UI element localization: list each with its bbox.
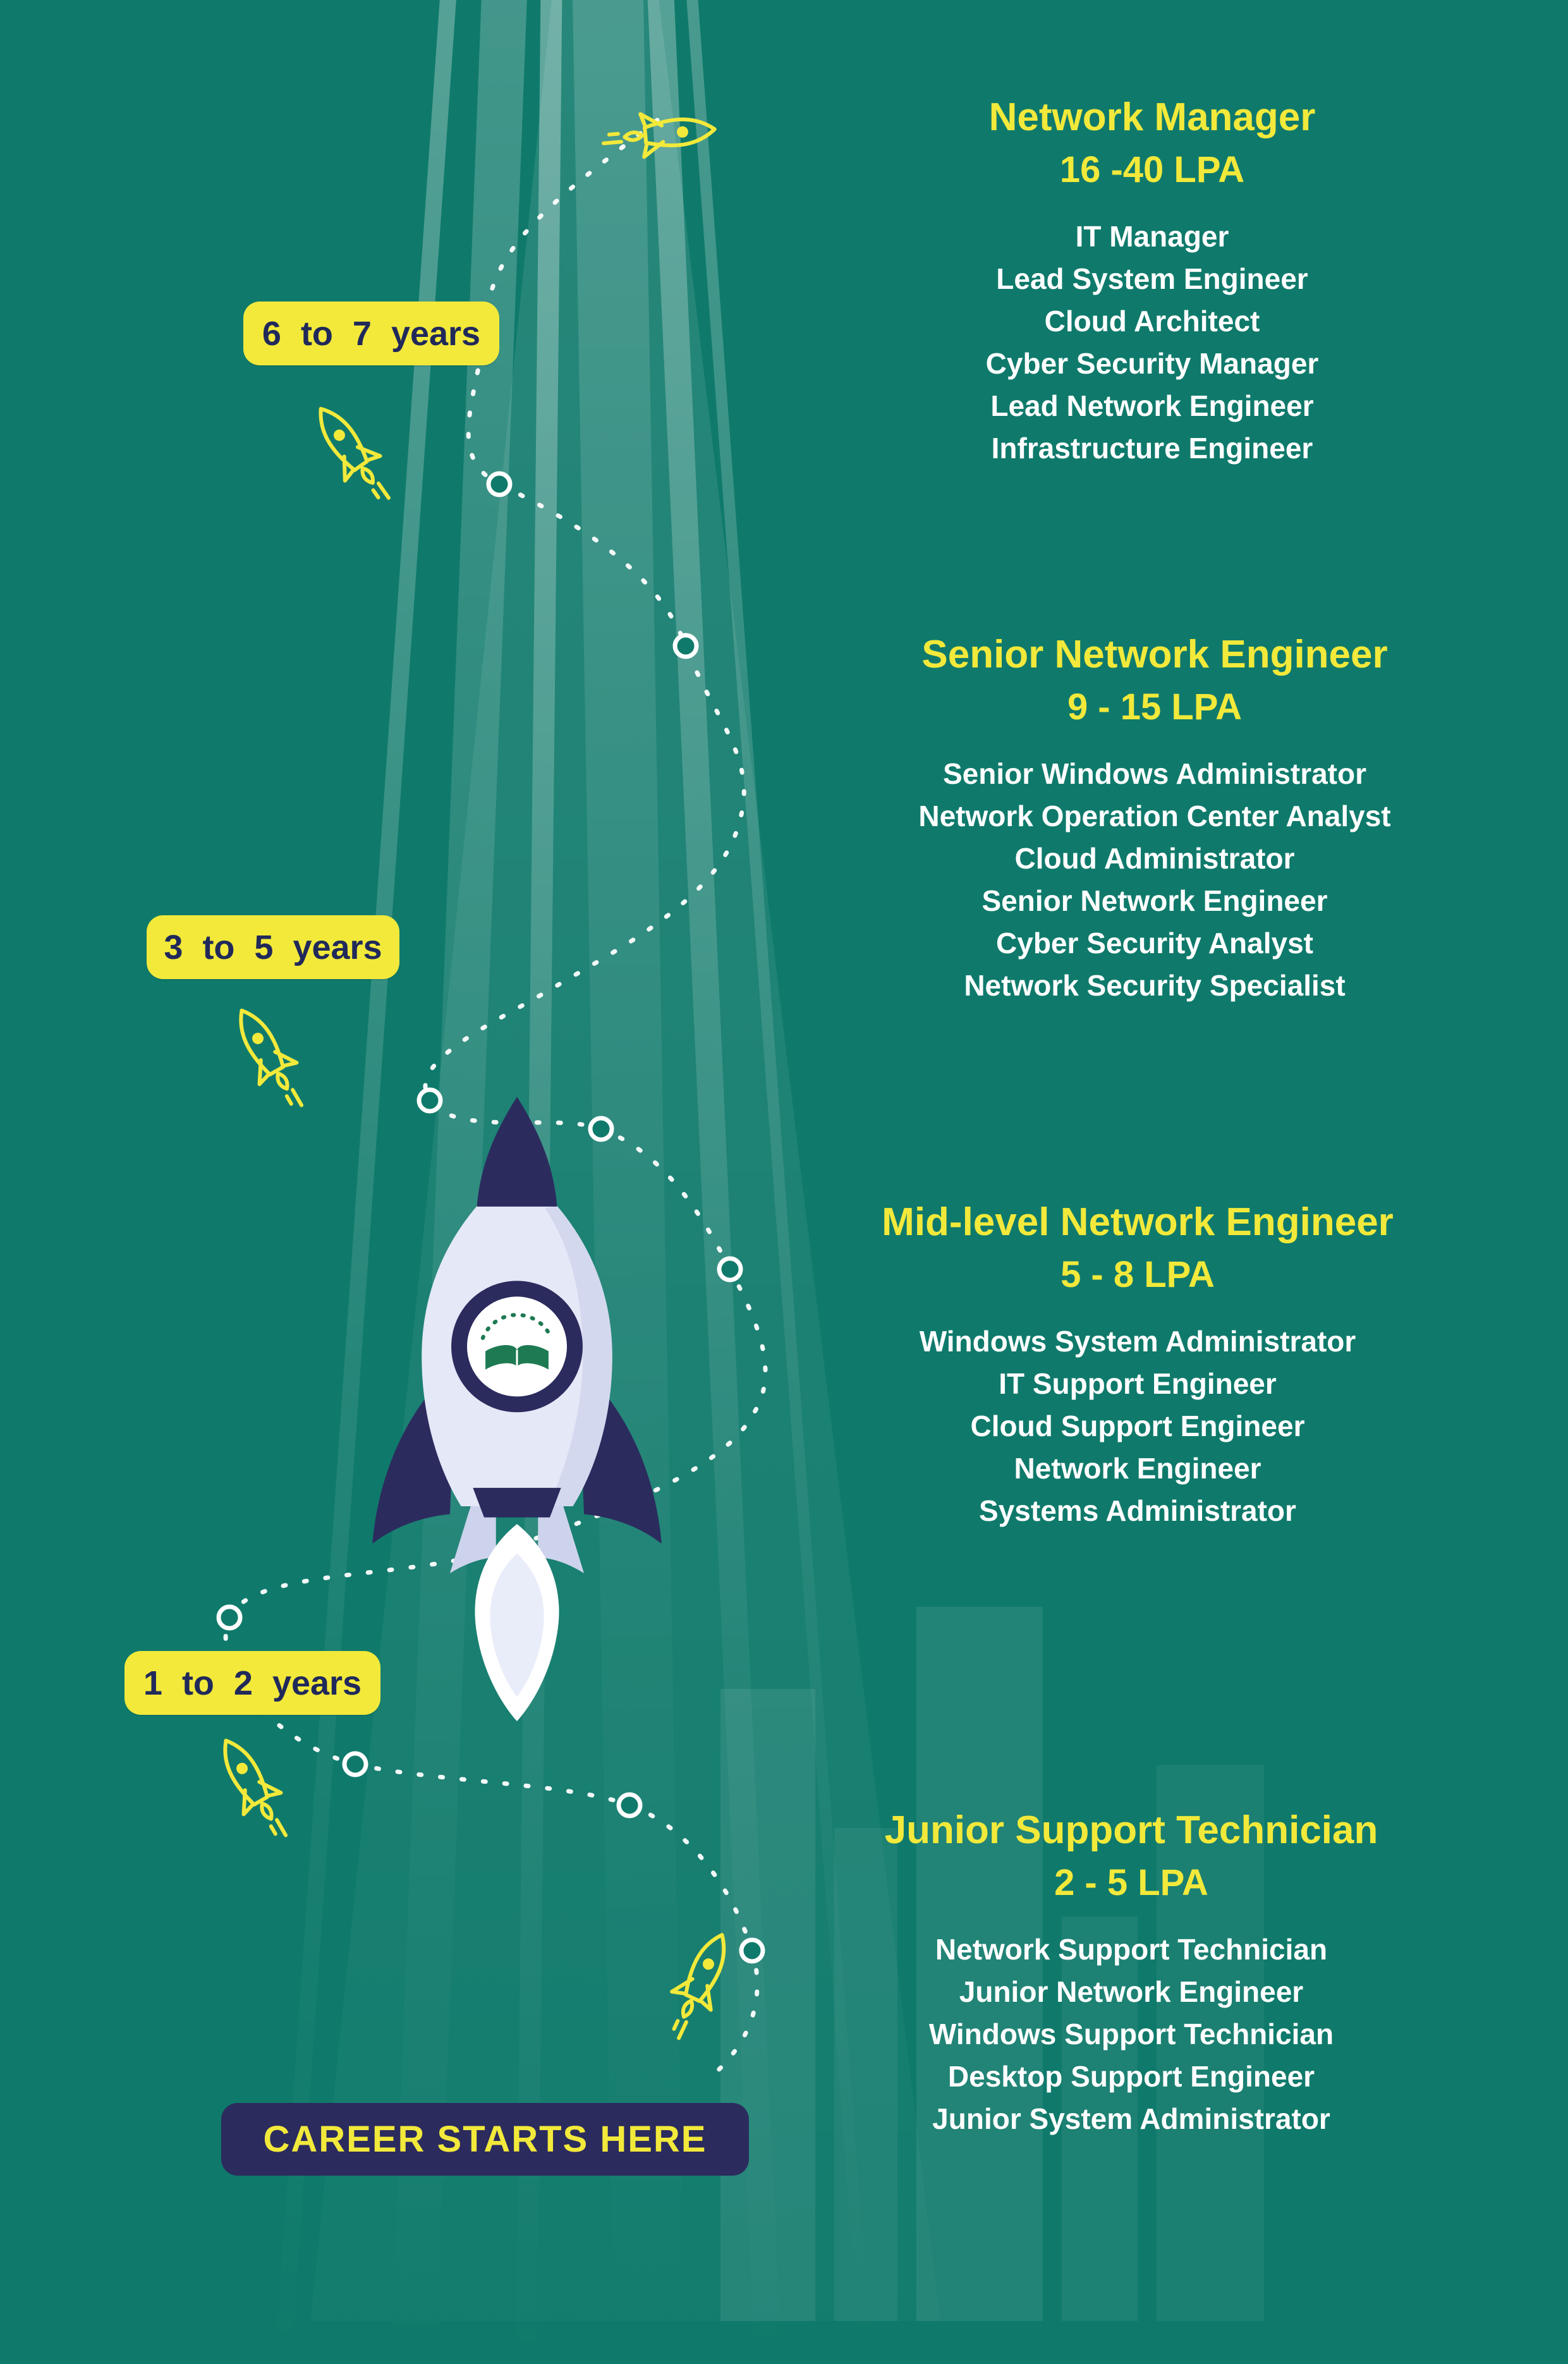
role-item: Senior Windows Administrator (942, 757, 1367, 791)
role-item: Network Support Technician (935, 1933, 1328, 1966)
rocket-illustration (353, 1094, 681, 1738)
role-item: Cloud Architect (1044, 305, 1260, 338)
role-item: Infrastructure Engineer (991, 432, 1313, 465)
role-item: Network Operation Center Analyst (918, 800, 1391, 833)
stage-salary: 5 - 8 LPA (1061, 1254, 1215, 1296)
stage-roles: Network Support Technician Junior Networ… (720, 1928, 1542, 2140)
path-node (588, 1116, 614, 1142)
role-item: Cloud Administrator (1014, 842, 1295, 875)
years-badge-6-7: 6 to 7 years (243, 302, 499, 365)
career-path-line (223, 118, 768, 2082)
path-node (486, 471, 513, 497)
stage-title: Network Manager (988, 95, 1316, 139)
role-item: Cyber Security Manager (985, 347, 1319, 381)
role-item: Network Security Specialist (964, 969, 1346, 1002)
role-item: Windows Support Technician (928, 2018, 1334, 2051)
path-node (616, 1792, 643, 1819)
role-item: IT Support Engineer (999, 1367, 1277, 1401)
stage-salary: 2 - 5 LPA (1054, 1862, 1208, 1904)
role-item: Cloud Support Engineer (970, 1410, 1305, 1443)
stage-roles: Senior Windows Administrator Network Ope… (744, 753, 1565, 1007)
stage-title: Junior Support Technician (884, 1808, 1378, 1852)
role-item: Windows System Administrator (919, 1325, 1356, 1358)
role-item: Senior Network Engineer (982, 884, 1328, 918)
role-item: Junior System Administrator (932, 2102, 1330, 2136)
stage-salary: 9 - 15 LPA (1067, 686, 1243, 728)
path-node (216, 1604, 243, 1631)
role-item: Network Engineer (1014, 1452, 1261, 1485)
role-item: Systems Administrator (979, 1494, 1296, 1528)
stage-salary: 16 -40 LPA (1059, 149, 1245, 191)
stage-title: Mid-level Network Engineer (882, 1200, 1394, 1244)
career-starts-here-banner: CAREER STARTS HERE (221, 2103, 749, 2176)
mini-rocket-icon (207, 1730, 300, 1848)
years-badge-1-2: 1 to 2 years (125, 1651, 380, 1715)
stage-senior-network-engineer: Senior Network Engineer 9 - 15 LPA Senio… (744, 632, 1565, 1007)
mini-rocket-icon (303, 396, 403, 513)
academy-logo-icon (480, 1313, 554, 1370)
rocket-body-shade (545, 1205, 612, 1506)
mini-rocket-icon (223, 1000, 316, 1118)
stage-title: Senior Network Engineer (921, 633, 1388, 676)
role-item: Desktop Support Engineer (947, 2060, 1315, 2093)
rocket-nose-cone (477, 1097, 557, 1207)
stage-junior-support-technician: Junior Support Technician 2 - 5 LPA Netw… (720, 1808, 1542, 2140)
path-node (739, 1937, 765, 1964)
stage-mid-level-network-engineer: Mid-level Network Engineer 5 - 8 LPA Win… (727, 1200, 1548, 1532)
role-item: Lead Network Engineer (990, 389, 1314, 423)
path-node (672, 633, 699, 659)
role-item: Lead System Engineer (996, 262, 1308, 296)
rocket-nozzle (473, 1487, 561, 1518)
role-item: IT Manager (1075, 220, 1229, 253)
role-item: Junior Network Engineer (959, 1975, 1304, 2009)
stage-roles: Windows System Administrator IT Support … (727, 1320, 1548, 1532)
mini-rocket-icon (601, 107, 716, 160)
path-nodes (216, 471, 765, 1964)
stage-network-manager: Network Manager 16 -40 LPA IT Manager Le… (741, 95, 1563, 470)
stage-roles: IT Manager Lead System Engineer Cloud Ar… (741, 216, 1563, 470)
years-badge-3-5: 3 to 5 years (147, 915, 399, 979)
path-node (717, 1256, 743, 1283)
path-node (416, 1087, 443, 1114)
role-item: Cyber Security Analyst (996, 927, 1313, 960)
path-node (342, 1751, 368, 1777)
rocket-flame-inner (490, 1553, 544, 1697)
